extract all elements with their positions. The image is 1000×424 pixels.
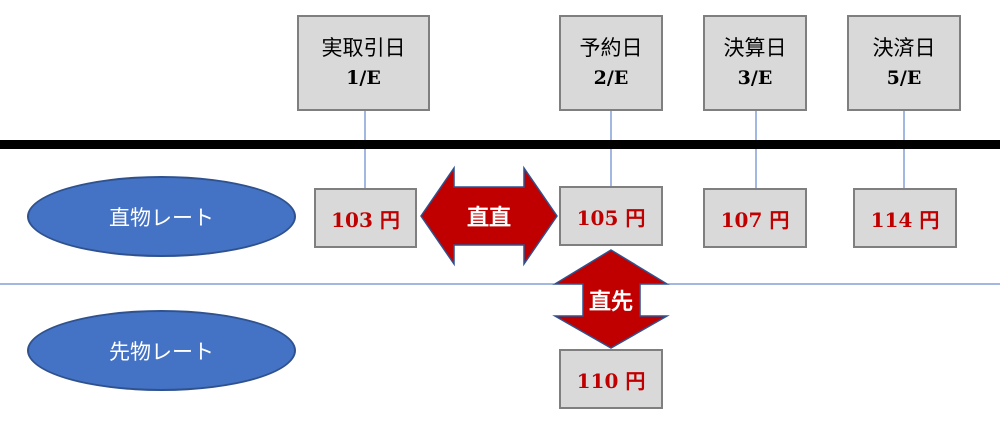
date-box-settlement: 決済日 5/E bbox=[847, 15, 961, 111]
forward-rate-label: 先物レート bbox=[27, 310, 296, 391]
date-name: 実取引日 bbox=[321, 36, 406, 60]
date-box-contract: 予約日 2/E bbox=[559, 15, 663, 111]
date-code: 5/E bbox=[886, 67, 922, 89]
date-code: 2/E bbox=[593, 67, 629, 89]
spot-rate-contract: 105 円 bbox=[559, 186, 663, 246]
spot-rate-closing: 107 円 bbox=[703, 188, 807, 248]
date-name: 予約日 bbox=[579, 36, 643, 60]
date-box-closing: 決算日 3/E bbox=[703, 15, 807, 111]
date-box-trade: 実取引日 1/E bbox=[297, 15, 430, 111]
spot-spot-arrow bbox=[420, 165, 558, 267]
date-code: 3/E bbox=[737, 67, 773, 89]
spot-rate-settlement: 114 円 bbox=[853, 188, 957, 248]
date-name: 決算日 bbox=[723, 36, 787, 60]
spot-forward-arrow bbox=[552, 249, 670, 349]
forward-rate-contract: 110 円 bbox=[559, 349, 663, 409]
date-name: 決済日 bbox=[872, 36, 936, 60]
date-code: 1/E bbox=[346, 67, 381, 89]
spot-rate-label: 直物レート bbox=[27, 176, 296, 257]
spot-forward-arrow-label: 直先 bbox=[588, 289, 633, 315]
spot-spot-arrow-label: 直直 bbox=[466, 205, 511, 231]
spot-rate-trade: 103 円 bbox=[314, 188, 417, 248]
timeline-bar bbox=[0, 140, 1000, 149]
